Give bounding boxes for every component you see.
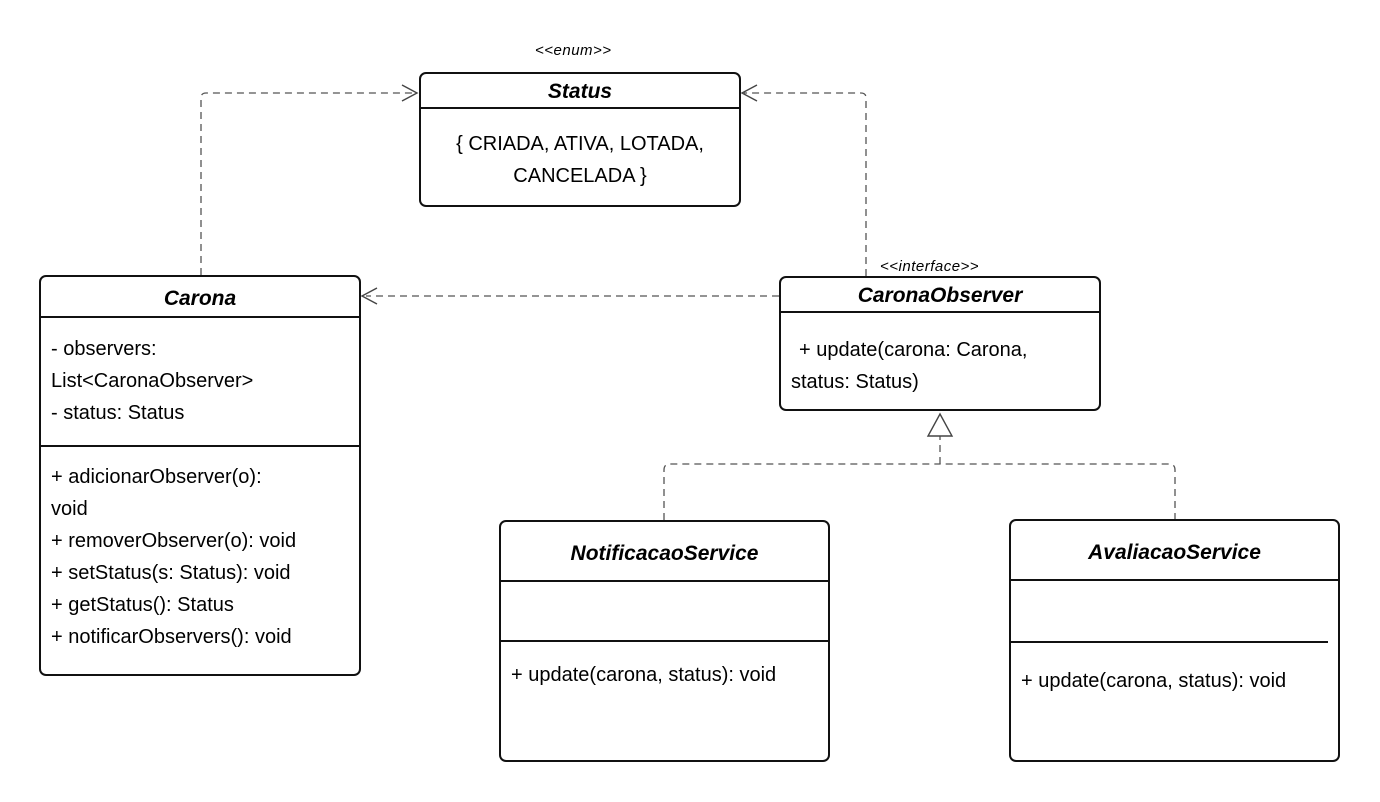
observer-interface-name: CaronaObserver [857,284,1023,307]
arrowhead-carona-status [401,84,419,102]
carona-attribute: List<CaronaObserver> [51,370,254,392]
carona-name-divider [41,316,359,318]
notificacao-class-name: NotificacaoService [570,542,759,565]
avaliacao-method: + update(carona, status): void [1021,670,1287,692]
carona-attributes-divider [41,445,359,447]
avaliacao-class-name: AvaliacaoService [1088,541,1261,564]
notificacao-method: + update(carona, status): void [511,664,777,686]
notificacao-name-divider [501,580,828,582]
arrowhead-observer-carona [360,287,378,305]
dependency-carona-status [200,92,414,275]
realization-triangle [926,412,954,437]
notificacao-service-box[interactable]: NotificacaoService + update(carona, stat… [499,520,830,762]
carona-class-box[interactable]: Carona - observers: List<CaronaObserver>… [39,275,361,676]
carona-method: + notificarObservers(): void [51,626,292,648]
observer-method: status: Status) [791,371,919,393]
status-enum-values: { CRIADA, ATIVA, LOTADA, CANCELADA } [421,128,739,192]
carona-class-name: Carona [163,287,237,310]
dependency-observer-status [744,92,867,276]
status-value-line: CANCELADA } [513,165,647,187]
avaliacao-methods: + update(carona, status): void [1021,665,1286,697]
observer-name-divider [781,311,1099,313]
notificacao-attributes-divider [501,640,828,642]
avaliacao-attributes-divider [1011,641,1328,643]
avaliacao-service-box[interactable]: AvaliacaoService + update(carona, status… [1009,519,1340,762]
carona-method: + adicionarObserver(o): [51,466,262,488]
observer-method: + update(carona: Carona, [799,339,1028,361]
realization-notificacao [663,463,940,520]
avaliacao-name-divider [1011,579,1338,581]
carona-observer-interface-box[interactable]: CaronaObserver + update(carona: Carona, … [779,276,1101,411]
status-name-divider [421,107,739,109]
observer-stereotype: <<interface>> [880,258,980,275]
status-enum-box[interactable]: Status { CRIADA, ATIVA, LOTADA, CANCELAD… [419,72,741,207]
observer-methods: + update(carona: Carona, status: Status) [791,334,1028,398]
carona-method: + removerObserver(o): void [51,530,297,552]
status-value-line: { CRIADA, ATIVA, LOTADA, [456,133,704,155]
carona-method: + getStatus(): Status [51,594,234,616]
carona-attribute: - observers: [51,338,157,360]
carona-methods: + adicionarObserver(o): void + removerOb… [51,461,296,653]
arrowhead-observer-status [740,84,758,102]
realization-avaliacao [940,463,1176,520]
carona-attributes: - observers: List<CaronaObserver> - stat… [51,333,253,429]
notificacao-methods: + update(carona, status): void [511,659,776,691]
status-stereotype: <<enum>> [535,42,612,59]
carona-attribute: - status: Status [51,402,185,424]
carona-method: void [51,498,88,520]
carona-method: + setStatus(s: Status): void [51,562,291,584]
status-class-name: Status [547,80,613,103]
